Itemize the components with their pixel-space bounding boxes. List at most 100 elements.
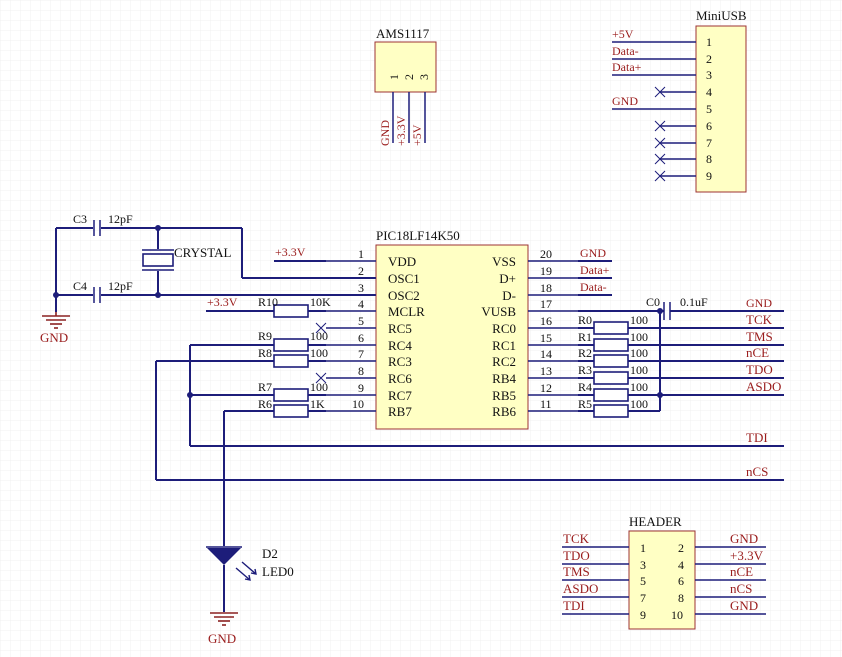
ams1117-regulator[interactable]: AMS1117 1 2 3 GND +3.3V +5V	[374, 26, 437, 146]
header-pin-6: 6	[678, 574, 684, 588]
dminus-net-label: Data-	[580, 280, 607, 294]
r6-resistor	[273, 404, 309, 418]
vdd-net-label: +3.3V	[275, 245, 306, 259]
miniusb-pin-2: 2	[706, 52, 712, 66]
r0-ref: R0	[578, 313, 592, 327]
led-ref: D2	[262, 546, 278, 561]
c0-ref: C0	[646, 295, 660, 309]
miniusb-pin-7: 7	[706, 136, 712, 150]
header-pin-10: 10	[671, 608, 683, 622]
tdo-net-label: TDO	[746, 362, 773, 377]
header-pin-2: 2	[678, 541, 684, 555]
ground-icon	[210, 612, 238, 626]
light-arrows-icon	[235, 561, 257, 581]
tms-net-label: TMS	[746, 329, 773, 344]
r7-ref: R7	[258, 380, 272, 394]
mcu-pin-num-16: 16	[540, 314, 552, 328]
mcu-pin-num-9: 9	[358, 381, 364, 395]
mcu-pin-num-5: 5	[358, 314, 364, 328]
ams1117-title: AMS1117	[376, 26, 430, 41]
r5-value: 100	[630, 397, 648, 411]
header-pin-3: 3	[640, 558, 646, 572]
mcu-pin-name-rb5: RB5	[492, 388, 516, 403]
header-net-tdi: TDI	[563, 598, 585, 613]
r1-value: 100	[630, 330, 648, 344]
left-side-nets[interactable]: +3.3V +3.3V R10 10K R9 100 R8 100 R7 100…	[155, 245, 331, 546]
mcu-right-pins	[528, 260, 578, 412]
miniusb-net-dp: Data+	[612, 60, 642, 74]
header-net-gnd-top: GND	[730, 531, 758, 546]
junction-dot	[187, 392, 193, 398]
mcu-pin-name-rc2: RC2	[492, 354, 516, 369]
ams1117-body	[374, 41, 437, 93]
mcu-pin-num-15: 15	[540, 331, 552, 345]
header-title: HEADER	[629, 514, 682, 529]
led-d2[interactable]: D2 LED0 GND	[206, 546, 294, 646]
r7-resistor	[273, 388, 309, 402]
xtal-gnd-label: GND	[40, 330, 68, 345]
r2-resistor	[593, 354, 629, 368]
mcu-pin-name-vss: VSS	[492, 254, 516, 269]
long-nets[interactable]: TDI nCS	[156, 430, 784, 481]
r0-value: 100	[630, 313, 648, 327]
header-pin-8: 8	[678, 591, 684, 605]
mcu-pin-name-dplus: D+	[499, 271, 516, 286]
mcu-pin-name-osc1: OSC1	[388, 271, 420, 286]
r3-value: 100	[630, 363, 648, 377]
header-net-3v3: +3.3V	[730, 548, 764, 563]
mcu-pin-name-dminus: D-	[502, 288, 516, 303]
c4-value: 12pF	[108, 279, 133, 293]
mcu-pin-num-13: 13	[540, 364, 552, 378]
r9-ref: R9	[258, 329, 272, 343]
led-gnd-label: GND	[208, 631, 236, 646]
mcu-pin-name-vusb: VUSB	[481, 304, 516, 319]
mcu-pin-name-vdd: VDD	[388, 254, 416, 269]
header-net-gnd-bottom: GND	[730, 598, 758, 613]
r8-resistor	[273, 354, 309, 368]
r9-resistor	[273, 338, 309, 352]
header-net-asdo: ASDO	[563, 581, 598, 596]
mcu-pin-num-6: 6	[358, 331, 364, 345]
miniusb-pin-4: 4	[706, 85, 712, 99]
led-diode-icon	[207, 548, 241, 565]
header-net-nce: nCE	[730, 564, 753, 579]
c0-value: 0.1uF	[680, 295, 708, 309]
mcu-pin-num-1: 1	[358, 247, 364, 261]
nce-net-label: nCE	[746, 345, 769, 360]
miniusb-title: MiniUSB	[696, 8, 747, 23]
ams1117-net-5v: +5V	[410, 124, 424, 146]
junction-dot	[657, 308, 663, 314]
r6-value: 1K	[310, 397, 325, 411]
header-pin-1: 1	[640, 541, 646, 555]
r1-ref: R1	[578, 330, 592, 344]
c3-ref: C3	[73, 212, 87, 226]
jtag-header[interactable]: HEADER 1 3 5 7 9 2 4 6 8 10 TCK	[562, 514, 766, 630]
vss-net-label: GND	[580, 246, 606, 260]
right-side-nets[interactable]: GND Data+ Data- C0 0.1uF GND	[578, 246, 784, 418]
asdo-net-label: ASDO	[746, 379, 781, 394]
vusb-gnd-label: GND	[746, 296, 772, 310]
r5-resistor	[593, 404, 629, 418]
r4-resistor	[593, 388, 629, 402]
r8-value: 100	[310, 346, 328, 360]
miniusb-net-dm: Data-	[612, 44, 639, 58]
miniusb-net-5v: +5V	[612, 27, 634, 41]
r10-ref: R10	[258, 295, 278, 309]
r1-resistor	[593, 338, 629, 352]
mcu-pin-name-rc5: RC5	[388, 321, 412, 336]
miniusb-pin-5: 5	[706, 102, 712, 116]
r2-ref: R2	[578, 346, 592, 360]
ncs-net-label: nCS	[746, 464, 768, 479]
junction-dot	[155, 225, 161, 231]
mcu-pin-name-mclr: MCLR	[388, 304, 425, 319]
header-net-tck: TCK	[563, 531, 590, 546]
mclr-net-label: +3.3V	[207, 295, 238, 309]
miniusb-connector[interactable]: MiniUSB 1 2 3 4 5 6 7 8 9 +5V	[612, 8, 747, 193]
pic18lf14k50-mcu[interactable]: PIC18LF14K50 1 2 3 4 5 6 7 8 9 10	[315, 228, 578, 430]
r9-value: 100	[310, 329, 328, 343]
miniusb-body	[695, 25, 747, 193]
junction-dot	[53, 292, 59, 298]
header-pin-4: 4	[678, 558, 684, 572]
mcu-pin-num-14: 14	[540, 347, 552, 361]
